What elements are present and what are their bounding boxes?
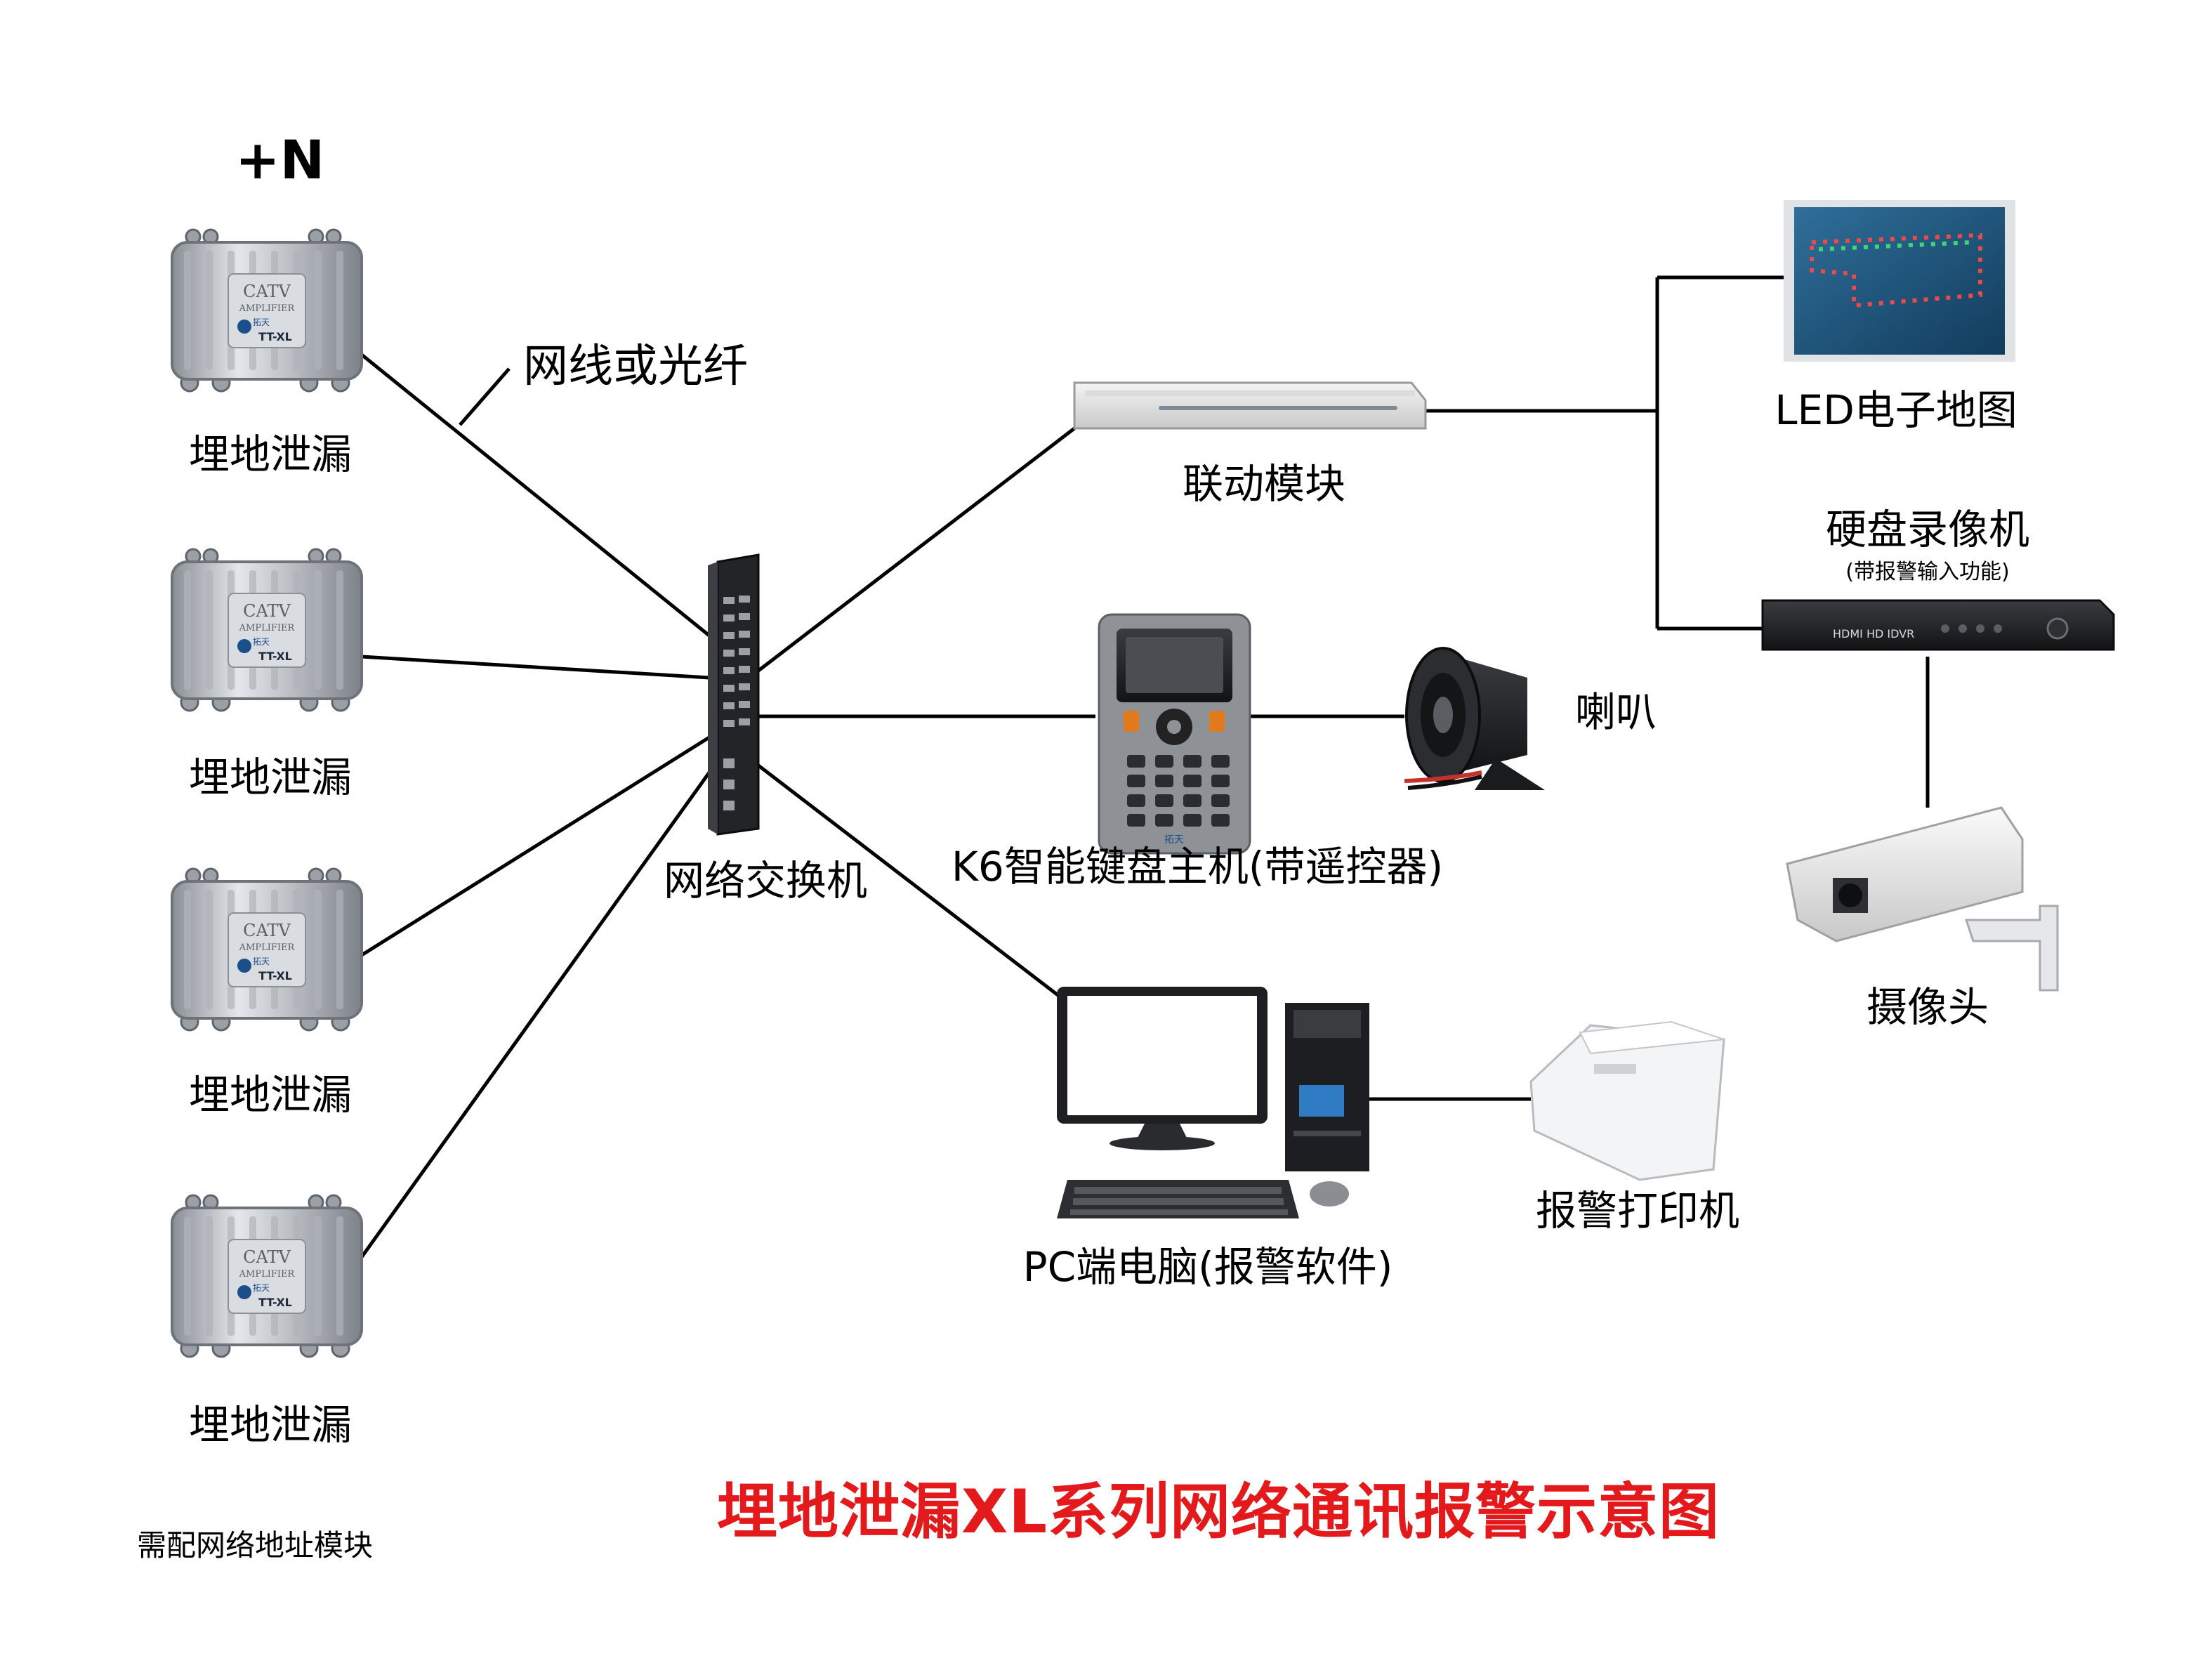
dvr-panel-text: HDMI HD IDVR: [1833, 627, 1914, 640]
detector-3[interactable]: CATV AMPLIFIER 拓天 TT-XL: [171, 867, 363, 1032]
led-map-label: LED电子地图: [1775, 386, 2017, 434]
detector-4-device-text: CATV: [243, 1247, 291, 1267]
keyboard-brand: 拓天: [1164, 834, 1184, 846]
speaker-wires: [1404, 770, 1482, 783]
pc-workstation[interactable]: [1057, 987, 1369, 1218]
detector-1-label: 埋地泄漏: [188, 430, 353, 478]
dvr-sublabel: (带报警输入功能): [1845, 560, 2010, 584]
cable-label-pointer: [459, 367, 511, 426]
detector-group: CATV AMPLIFIER 拓天 TT-XL CATV AMPLIFIER 拓天 TT-XL…: [171, 228, 363, 1358]
switch-ports: [723, 596, 750, 810]
speaker[interactable]: [1404, 647, 1545, 790]
detector-2-device-sub: AMPLIFIER: [239, 623, 296, 633]
detector-2-model: TT-XL: [258, 650, 292, 663]
keyboard-host[interactable]: 拓天: [1098, 613, 1251, 855]
detector-2-device-text: CATV: [243, 601, 291, 621]
plus-n-label: +N: [235, 129, 325, 191]
brand-logo-icon: [237, 320, 251, 334]
brand-logo-icon: [237, 1285, 251, 1299]
line-detector-2-switch: [361, 655, 710, 680]
detector-4[interactable]: CATV AMPLIFIER 拓天 TT-XL: [171, 1194, 363, 1358]
detector-3-device-text: CATV: [243, 921, 291, 940]
pc-label: PC端电脑(报警软件): [1022, 1243, 1393, 1291]
network-switch[interactable]: [708, 553, 760, 836]
detector-1-device-sub: AMPLIFIER: [239, 303, 296, 314]
line-switch-pc: [757, 764, 1076, 1009]
line-detector-4-switch: [360, 771, 711, 1258]
keyboard-label: K6智能键盘主机(带遥控器): [951, 843, 1444, 890]
led-map[interactable]: [1784, 200, 2015, 362]
speaker-label: 喇叭: [1575, 688, 1657, 736]
detector-1-brand: 拓天: [253, 317, 270, 327]
line-detector-1-switch: [360, 353, 711, 637]
brand-logo-icon: [237, 639, 251, 653]
linkage-module[interactable]: [1073, 381, 1427, 430]
pc-mouse: [1310, 1181, 1349, 1207]
detector-1-device-text: CATV: [243, 282, 291, 301]
dvr-label: 硬盘录像机: [1825, 506, 2030, 553]
detector-4-device-sub: AMPLIFIER: [239, 1269, 296, 1280]
connection-lines: [360, 275, 1930, 1258]
detector-4-model: TT-XL: [258, 1296, 292, 1309]
camera-bracket: [1964, 905, 2059, 992]
detector-1-model: TT-XL: [258, 330, 292, 343]
line-switch-linkage: [757, 427, 1076, 672]
printer[interactable]: [1529, 1020, 1725, 1181]
detector-2[interactable]: CATV AMPLIFIER 拓天 TT-XL: [171, 548, 363, 712]
footnote: 需配网络地址模块: [137, 1528, 374, 1563]
linkage-label: 联动模块: [1182, 460, 1346, 508]
linkage-indicators: [1159, 406, 1397, 410]
detector-3-brand: 拓天: [253, 957, 270, 966]
cable-label: 网线或光纤: [523, 341, 748, 393]
detector-4-brand: 拓天: [253, 1283, 270, 1293]
keyboard-nav-pad: [1124, 709, 1225, 745]
detector-1[interactable]: CATV AMPLIFIER 拓天 TT-XL: [171, 228, 363, 393]
brand-logo-icon: [237, 959, 251, 973]
printer-label: 报警打印机: [1535, 1187, 1740, 1235]
camera[interactable]: [1786, 806, 2059, 992]
dvr[interactable]: HDMI HD IDVR: [1761, 599, 2115, 651]
camera-label: 摄像头: [1866, 983, 1989, 1031]
detector-2-label: 埋地泄漏: [188, 754, 353, 801]
keyboard-keys: [1127, 755, 1230, 827]
detector-2-brand: 拓天: [253, 637, 270, 647]
line-detector-3-switch: [360, 735, 711, 957]
detector-3-label: 埋地泄漏: [188, 1071, 353, 1119]
pc-tower: [1285, 1003, 1369, 1171]
detector-3-device-sub: AMPLIFIER: [239, 942, 296, 953]
switch-label: 网络交换机: [663, 857, 868, 905]
led-dots: [1810, 232, 1982, 308]
diagram-title: 埋地泄漏XL系列网络通讯报警示意图: [716, 1477, 1720, 1547]
detector-3-model: TT-XL: [258, 969, 292, 982]
detector-4-label: 埋地泄漏: [188, 1401, 353, 1449]
